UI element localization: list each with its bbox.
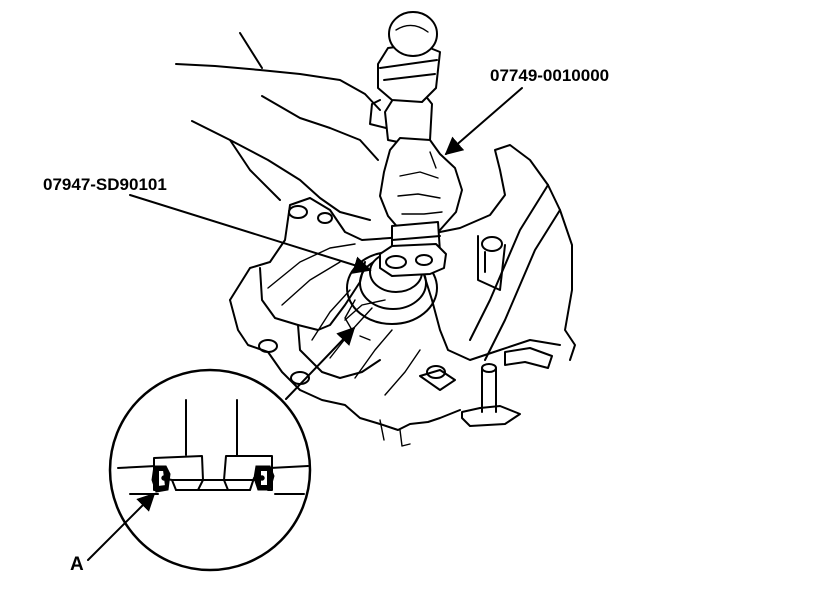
callout-leaders xyxy=(87,87,523,561)
seal-callout-letter: A xyxy=(70,554,84,575)
driver-tool-part-number: 07749-0010000 xyxy=(490,66,609,85)
installer-attachment-part-number: 07947-SD90101 xyxy=(43,175,167,194)
detail-magnifier xyxy=(108,368,312,572)
hammer-and-driver xyxy=(175,11,463,277)
